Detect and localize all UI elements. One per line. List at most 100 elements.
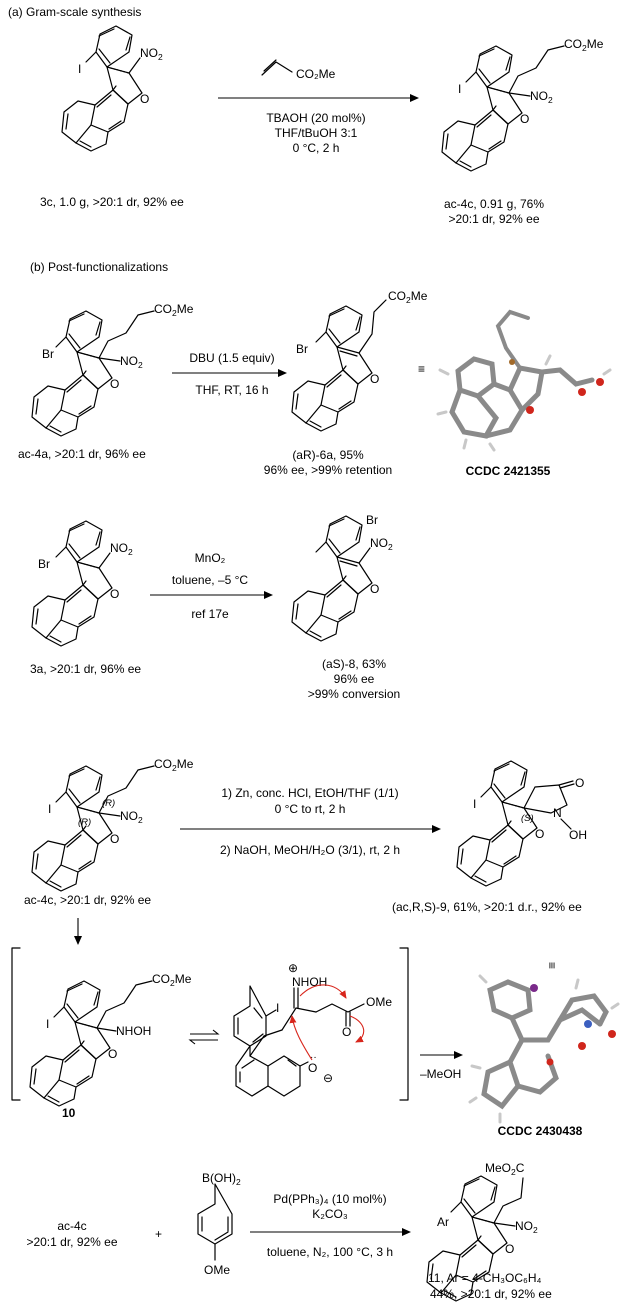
label-11-2: 44%, >20:1 dr, 92% ee — [430, 1287, 552, 1301]
r5-condition-3: toluene, N₂, 100 °C, 3 h — [267, 1245, 393, 1259]
crystal-structure-6a — [436, 309, 612, 452]
r5-condition-1: Pd(PPh₃)₄ (10 mol%) — [273, 1192, 386, 1206]
molecule-aR-6a: Br O CO2Me — [291, 289, 428, 432]
minus-methanol: –MeOH — [420, 1067, 461, 1081]
label-ac-4a: ac-4a, >20:1 dr, 96% ee — [18, 447, 146, 461]
label-11-1: 11, Ar = 4-CH₃OC₆H₄ — [428, 1271, 542, 1285]
oxime-nitrogen: NHOH — [292, 975, 327, 989]
methoxy-group: OMe — [366, 995, 392, 1009]
label-6a-2: 96% ee, >99% retention — [264, 463, 392, 477]
r2-condition-1: DBU (1.5 equiv) — [189, 351, 274, 365]
r3-condition-3: ref 17e — [191, 607, 229, 621]
lactam-oxygen: O — [575, 776, 584, 790]
molecule-3c: I O NO2 — [61, 25, 163, 152]
label-8-3: >99% conversion — [308, 687, 400, 701]
molecule-9: I O O N OH (S) — [456, 760, 587, 887]
nitro-group: NO2 — [515, 1219, 538, 1235]
label-ac-4c-2: >20:1 dr, 92% ee — [448, 212, 539, 226]
r5-condition-2: K₂CO₃ — [312, 1207, 348, 1221]
iodo-atom: I — [46, 1017, 49, 1031]
ester-group: CO2Me — [154, 757, 194, 773]
plus-sign: + — [155, 1227, 162, 1241]
bromo-atom: Br — [296, 342, 308, 356]
equiv-sign-9: ≡ — [545, 962, 559, 969]
label-ac-4c-b: ac-4c, >20:1 dr, 92% ee — [24, 893, 151, 907]
nitro-group: NO2 — [120, 809, 143, 825]
amide-nitrogen: N — [553, 806, 562, 820]
ring-oxygen: O — [535, 827, 544, 841]
molecule-10: I O CO2Me NHOH — [29, 972, 192, 1107]
r3-condition-2: toluene, –5 °C — [172, 573, 249, 587]
r1-condition-3: 0 °C, 2 h — [293, 141, 340, 155]
r4-condition-2: 0 °C to rt, 2 h — [275, 802, 346, 816]
bromo-atom: Br — [38, 557, 50, 571]
ccdc-9: CCDC 2430438 — [498, 1124, 583, 1138]
iodo-atom: I — [48, 802, 51, 816]
iodo-atom: I — [78, 62, 81, 76]
equiv-sign-6a: ≡ — [418, 362, 425, 376]
label-ac-4c-c-1: ac-4c — [57, 1219, 86, 1233]
open-chain-intermediate: I O ·· ⊖ NHOH ⊕ O OMe — [233, 961, 392, 1097]
negative-charge: ⊖ — [323, 1071, 333, 1085]
r1-condition-1: TBAOH (20 mol%) — [266, 111, 365, 125]
label-ac-4c-1: ac-4c, 0.91 g, 76% — [444, 197, 544, 211]
section-b-title: (b) Post-functionalizations — [30, 260, 168, 274]
nitro-group: NO2 — [370, 536, 393, 552]
molecule-3a: Br O NO2 — [31, 520, 133, 647]
ester-group: CO2Me — [388, 289, 428, 305]
ester-group: CO2Me — [564, 37, 604, 53]
bracket-right — [399, 947, 409, 1101]
iodo-atom: I — [276, 1001, 279, 1015]
ccdc-6a: CCDC 2421355 — [466, 464, 551, 478]
phenoxide-o: O — [308, 1061, 317, 1075]
hydroxylamine: NHOH — [116, 1024, 151, 1038]
label-6a-1: (aR)-6a, 95% — [292, 448, 364, 462]
stereo-S: (S) — [521, 813, 534, 824]
stereo-R: (R) — [78, 817, 91, 828]
r4-condition-3: 2) NaOH, MeOH/H₂O (3/1), rt, 2 h — [220, 843, 400, 857]
bracket-left — [11, 947, 21, 1101]
ring-oxygen: O — [110, 832, 119, 846]
ring-oxygen: O — [140, 92, 149, 106]
methoxy-group: OMe — [204, 1263, 230, 1277]
molecule-ac-4a: Br O CO2Me NO2 — [31, 302, 194, 437]
molecule-ac-4c: I O CO2Me NO2 — [441, 37, 604, 172]
label-8-1: (aS)-8, 63% — [322, 657, 386, 671]
ring-oxygen: O — [370, 372, 379, 386]
molecule-11: Ar O MeO2C NO2 — [426, 1161, 538, 1302]
label-ac-4c-c-2: >20:1 dr, 92% ee — [26, 1235, 117, 1249]
aryl-substituent: Ar — [437, 1215, 449, 1229]
ring-oxygen: O — [520, 112, 529, 126]
nitro-group: NO2 — [120, 354, 143, 370]
label-3a: 3a, >20:1 dr, 96% ee — [30, 662, 141, 676]
label-3c: 3c, 1.0 g, >20:1 dr, 92% ee — [40, 195, 184, 209]
methyl-acrylate: CO₂Me — [261, 59, 336, 81]
ring-oxygen: O — [110, 587, 119, 601]
bromo-atom: Br — [42, 347, 54, 361]
r4-condition-1: 1) Zn, conc. HCl, EtOH/THF (1/1) — [221, 786, 398, 800]
ester-carbonyl-o: O — [342, 1025, 351, 1039]
boronic-acid-group: B(OH)2 — [202, 1171, 241, 1187]
molecule-boronic-acid: B(OH)2 OMe — [197, 1171, 241, 1277]
r3-condition-1: MnO₂ — [195, 551, 226, 565]
section-a-title: (a) Gram-scale synthesis — [8, 5, 141, 19]
nitro-group: NO2 — [110, 541, 133, 557]
r1-condition-2: THF/tBuOH 3:1 — [275, 126, 358, 140]
ring-oxygen: O — [110, 377, 119, 391]
equilibrium-arrows — [188, 1029, 220, 1045]
acrylate-ester: CO₂Me — [296, 67, 336, 81]
stereo-R-2: (R) — [102, 798, 115, 809]
ester-group: CO2Me — [154, 302, 194, 318]
r2-condition-2: THF, RT, 16 h — [195, 383, 268, 397]
ester-group: CO2Me — [152, 972, 192, 988]
ester-group: MeO2C — [485, 1161, 525, 1177]
hydroxy-group: OH — [569, 828, 587, 842]
iodo-atom: I — [458, 82, 461, 96]
nitro-group: NO2 — [140, 46, 163, 62]
positive-charge: ⊕ — [288, 961, 298, 975]
molecule-ac-4c-b: I O (R) CO2Me NO2 (R) — [31, 757, 194, 892]
ring-oxygen: O — [108, 1047, 117, 1061]
label-8-2: 96% ee — [334, 672, 375, 686]
lone-pair: ·· — [310, 1052, 317, 1063]
